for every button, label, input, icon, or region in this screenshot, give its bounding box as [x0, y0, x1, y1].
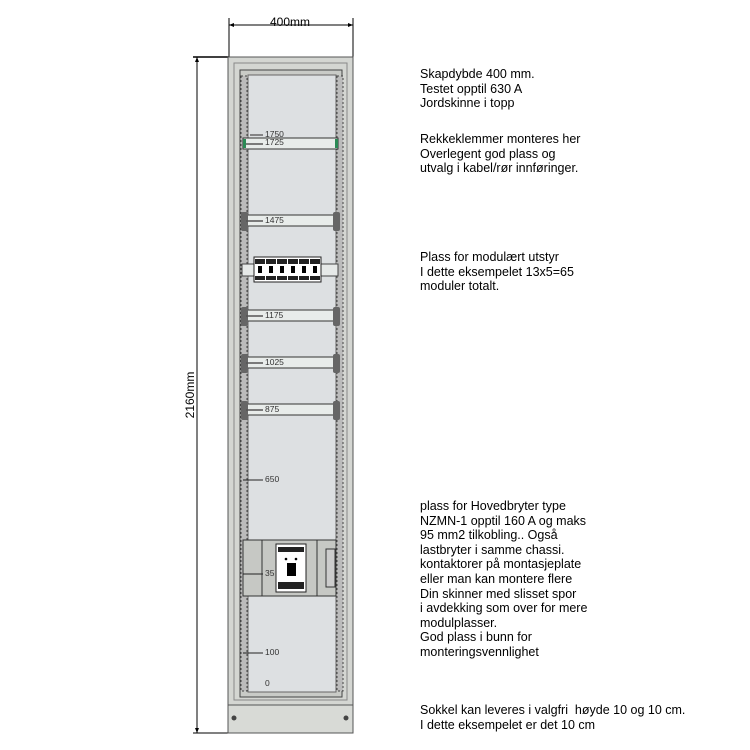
plinth — [227, 704, 354, 734]
height-mark-1475: 1475 — [265, 215, 284, 225]
height-mark-650: 650 — [265, 474, 279, 484]
height-mark-1725: 1725 — [265, 137, 284, 147]
height-mark-1025: 1025 — [265, 357, 284, 367]
din-rail-1725 — [242, 137, 339, 150]
height-mark-0: 0 — [265, 678, 270, 688]
width-dimension: 400mm — [228, 15, 354, 57]
main-breaker-nzmn — [275, 543, 307, 593]
height-dimension: 2160mm — [183, 56, 229, 734]
height-mark-1175: 1175 — [265, 310, 284, 320]
modular-breakers — [241, 256, 339, 283]
din-rail-1025 — [241, 354, 340, 373]
din-rail-875 — [241, 401, 340, 420]
din-rail-1475 — [241, 212, 340, 231]
main-switch-chassis — [242, 539, 337, 597]
mounting-plate — [247, 74, 337, 693]
width-label: 400mm — [270, 15, 310, 29]
height-mark-100: 100 — [265, 647, 279, 657]
height-mark-35: 35 — [265, 568, 275, 578]
din-rail-1175 — [241, 307, 340, 326]
height-label: 2160mm — [183, 372, 197, 419]
height-mark-875: 875 — [265, 404, 279, 414]
height-mark-1750: 1750 — [265, 129, 284, 139]
note-plinth: Sokkel kan leveres i valgfri høyde 10 og… — [420, 703, 686, 732]
